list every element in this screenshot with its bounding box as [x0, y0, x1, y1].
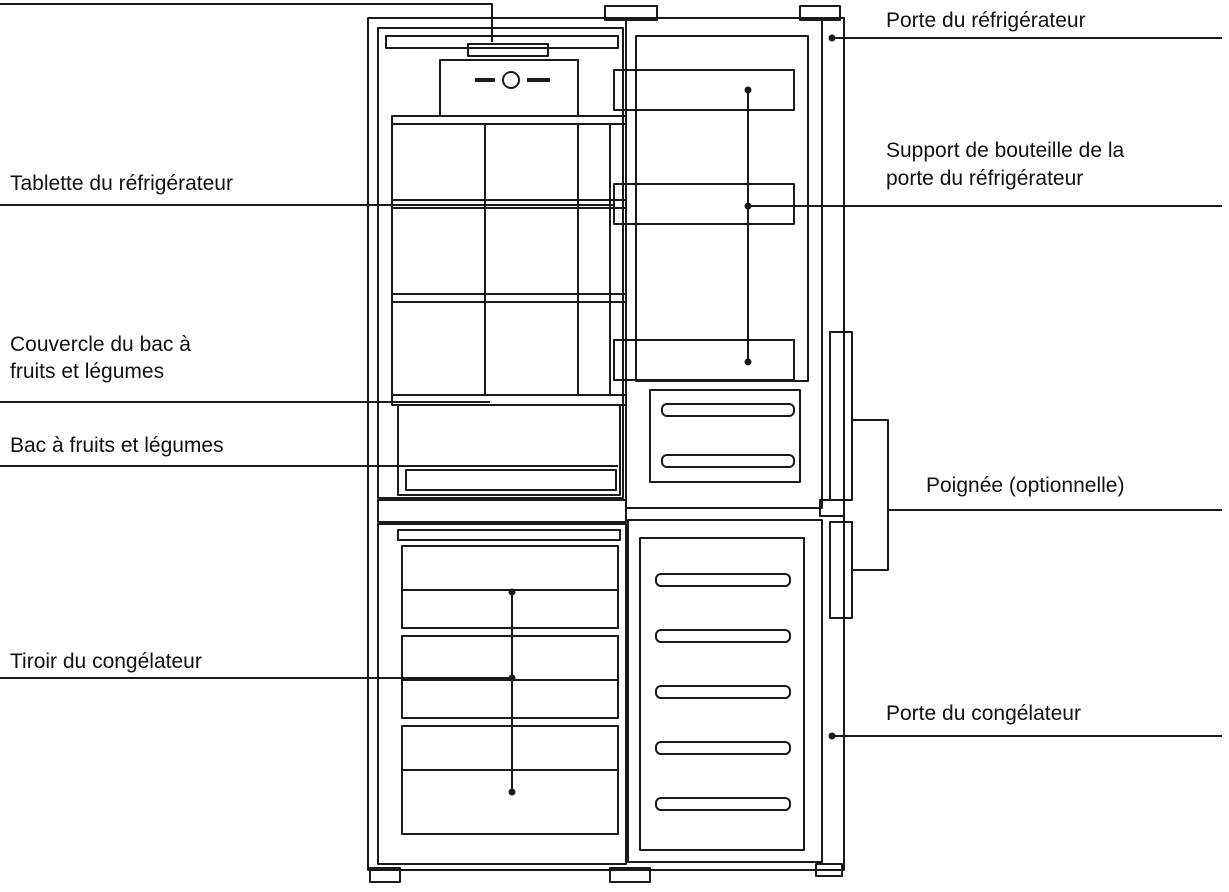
- leader-lines: [0, 3, 1222, 737]
- control-panel: [439, 43, 579, 117]
- label-handle: Poignée (optionnelle): [926, 474, 1125, 497]
- crisper: [391, 394, 627, 496]
- fridge-shelves: [391, 115, 627, 395]
- label-freezer-door: Porte du congélateur: [886, 702, 1081, 725]
- handles: [819, 331, 889, 619]
- compartment-divider: [377, 499, 627, 523]
- cabinet-outline: [367, 5, 845, 883]
- label-fridge-shelf: Tablette du réfrigérateur: [10, 172, 233, 195]
- label-crisper-cover-line1: Couvercle du bac à: [10, 333, 191, 356]
- label-crisper-cover-line2: fruits et légumes: [10, 360, 165, 383]
- label-fridge-door: Porte du réfrigérateur: [886, 9, 1086, 32]
- callout-dots: [508, 34, 836, 796]
- freezer-door-outline: [627, 519, 823, 863]
- fridge-door-outline: [613, 17, 823, 509]
- label-freezer-drawer: Tiroir du congélateur: [10, 650, 202, 673]
- label-bottle-holder-line2: porte du réfrigérateur: [886, 167, 1084, 190]
- label-crisper: Bac à fruits et légumes: [10, 434, 224, 457]
- freezer-drawers: [377, 523, 627, 865]
- label-bottle-holder-line1: Support de bouteille de la: [886, 139, 1125, 162]
